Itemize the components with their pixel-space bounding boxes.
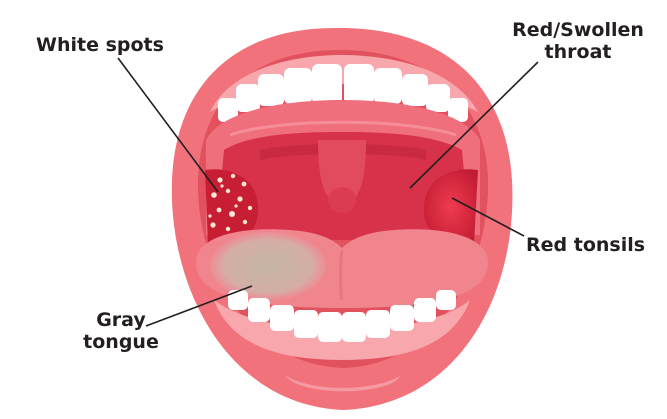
- uvula-tip: [328, 187, 356, 213]
- label-red-tonsils: Red tonsils: [526, 234, 645, 256]
- label-gray-tongue: Gray tongue: [66, 309, 176, 353]
- label-red-swollen-throat-line1: Red/Swollen: [488, 19, 667, 41]
- label-red-swollen-throat: Red/Swollen throat: [488, 19, 667, 63]
- label-red-swollen-throat-line2: throat: [488, 41, 667, 63]
- label-white-spots: White spots: [36, 34, 164, 56]
- label-gray-tongue-line1: Gray: [66, 309, 176, 331]
- label-gray-tongue-line2: tongue: [66, 331, 176, 353]
- gray-patch: [210, 232, 326, 300]
- tongue-groove: [341, 250, 343, 300]
